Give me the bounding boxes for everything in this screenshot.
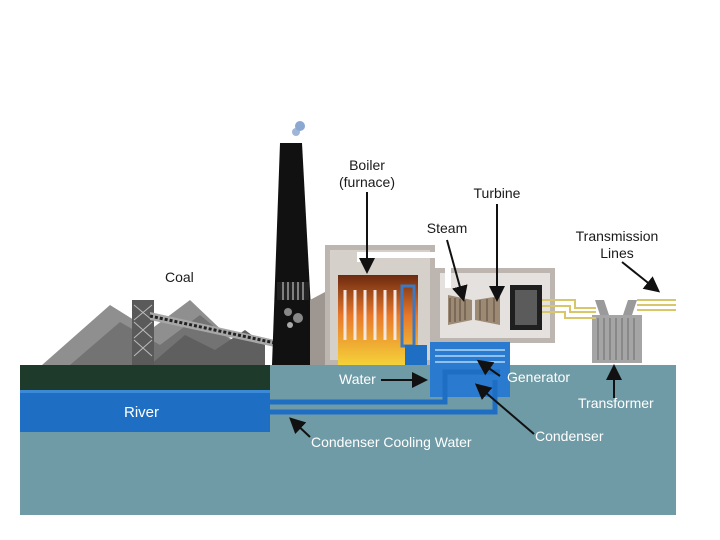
cooling-water-arrow xyxy=(289,417,311,438)
transmission-label: Transmission xyxy=(576,228,659,244)
callout-arrows xyxy=(289,192,661,438)
river-body xyxy=(20,390,270,432)
furnace-fire xyxy=(338,275,418,365)
condenser-loop xyxy=(270,342,510,415)
coal-conveyor xyxy=(149,312,276,347)
chimney xyxy=(272,121,314,365)
river-label: River xyxy=(124,404,159,421)
transformer-label: Transformer xyxy=(578,395,654,411)
boiler-label: Boiler xyxy=(349,157,385,173)
condenser-label: Condenser xyxy=(535,428,604,444)
ground-area xyxy=(20,365,676,515)
generator-arrow xyxy=(476,359,501,377)
condenser-arrow xyxy=(474,383,535,435)
coal-label: Coal xyxy=(165,269,194,285)
water-label: Water xyxy=(339,371,376,387)
steam-label: Steam xyxy=(427,220,467,236)
condenser-cooling-water-label: Condenser Cooling Water xyxy=(311,434,472,450)
transformer xyxy=(592,300,642,363)
steam-arrow xyxy=(446,239,468,302)
boiler-label-sub: (furnace) xyxy=(339,174,395,190)
generator-label: Generator xyxy=(507,369,570,385)
turbine-hall xyxy=(357,252,555,343)
transmission-arrow xyxy=(621,261,661,293)
transmission-label-sub: Lines xyxy=(600,245,633,261)
turbine-label: Turbine xyxy=(474,185,521,201)
coal-pile xyxy=(42,300,265,365)
boiler-building xyxy=(310,245,435,365)
transmission-cables xyxy=(542,299,676,319)
smoke-puff xyxy=(295,121,305,131)
